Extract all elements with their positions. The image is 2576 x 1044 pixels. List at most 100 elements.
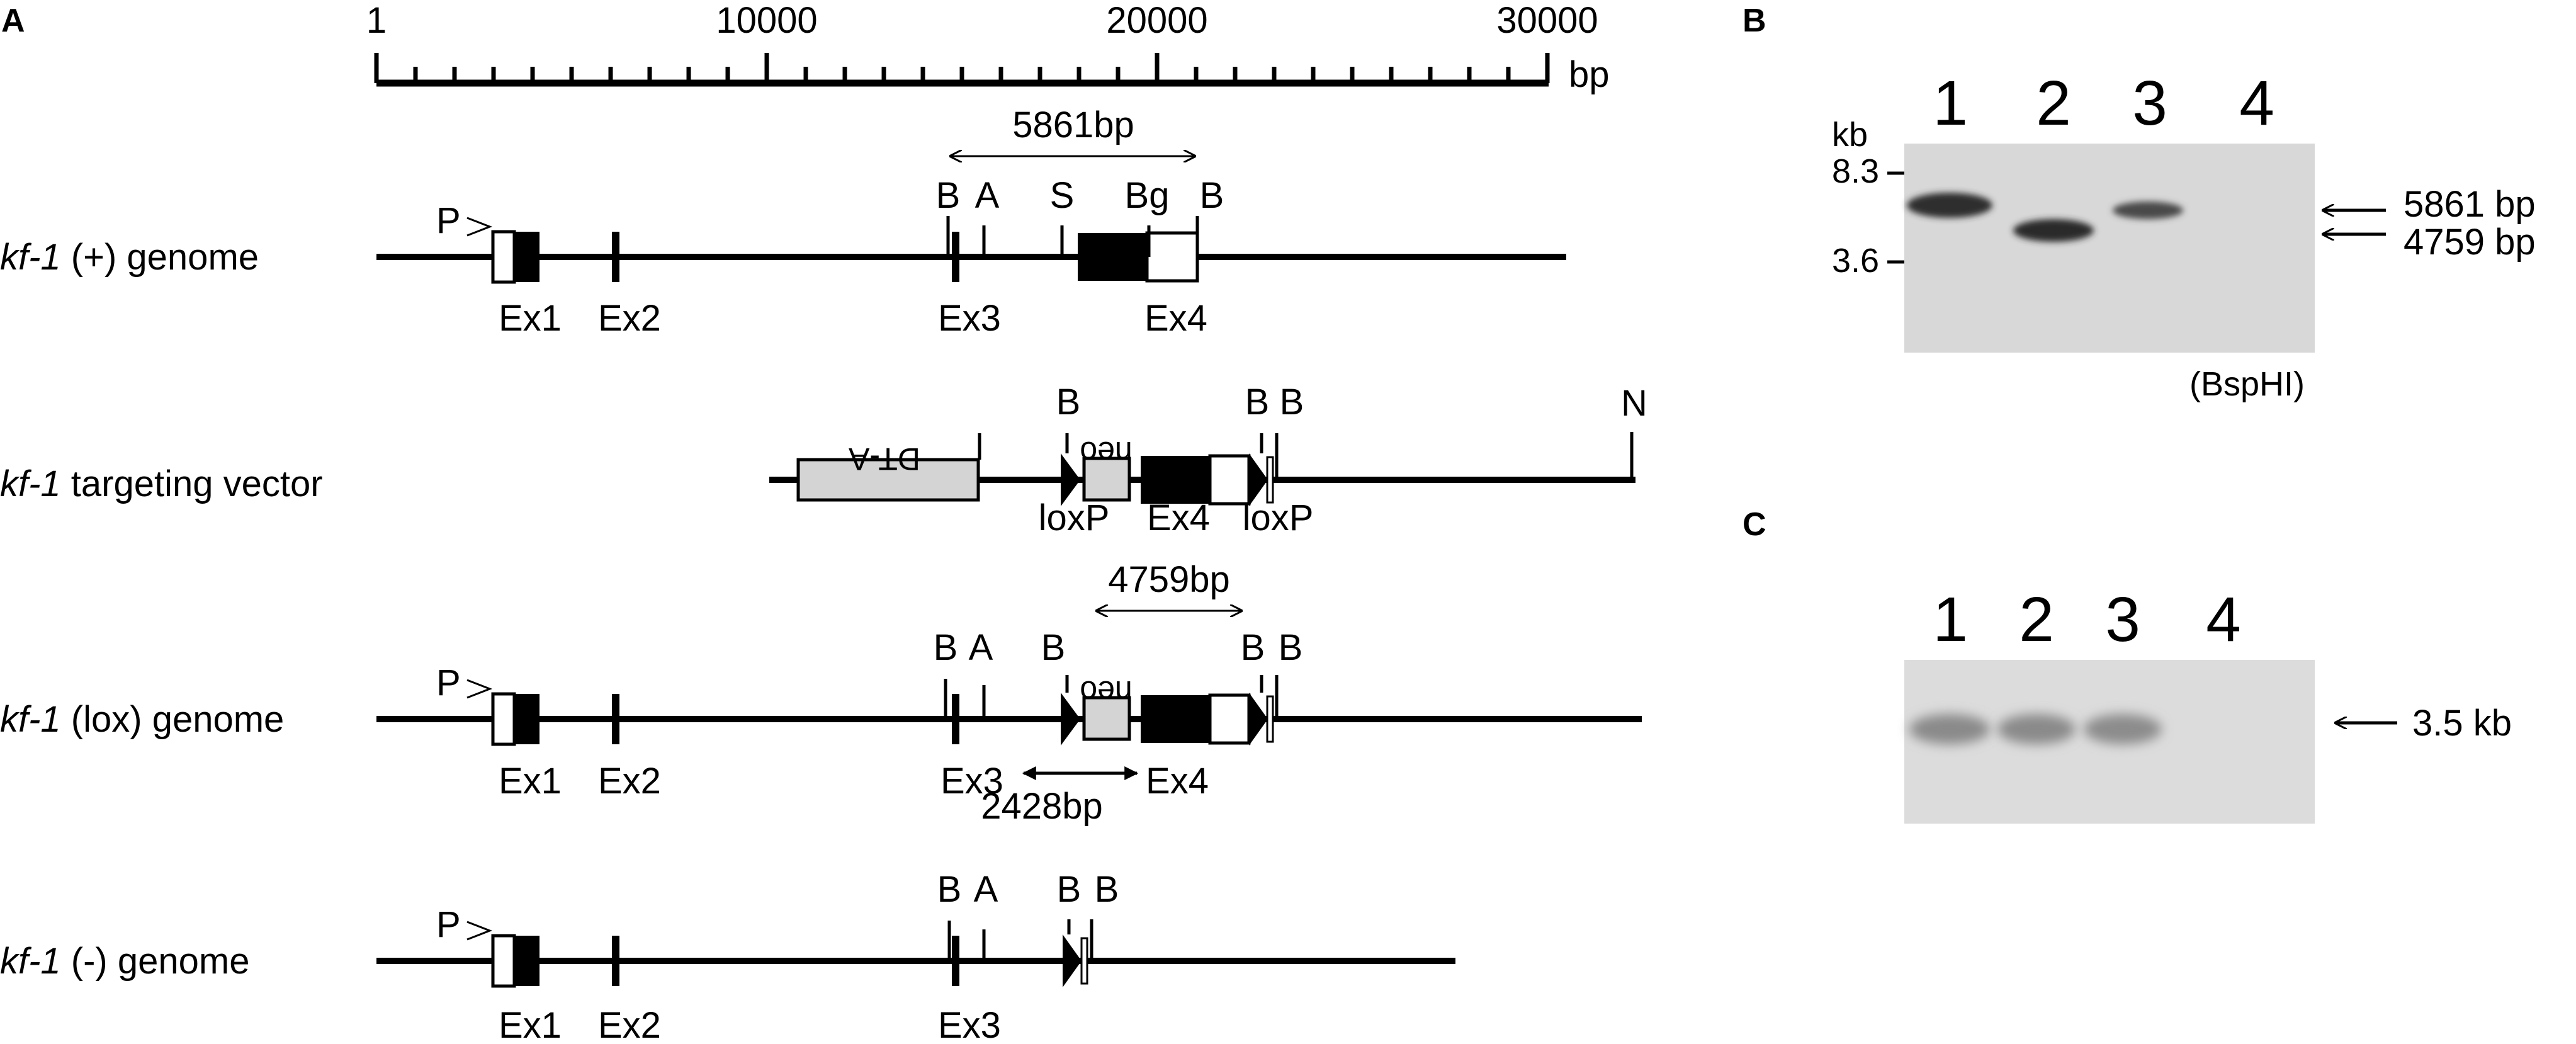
site-b: B	[1056, 382, 1081, 423]
loxp-site-2	[1249, 693, 1268, 746]
exon2-label: Ex2	[598, 761, 661, 802]
loxp-label: loxP	[1243, 497, 1314, 538]
marker-label: 3.6	[1832, 242, 1879, 280]
frt-marker	[1080, 937, 1088, 985]
exon1	[491, 934, 516, 988]
neo-label: neo	[1080, 674, 1132, 710]
site-b: B	[1245, 382, 1270, 423]
dta-cassette	[796, 458, 980, 502]
lane-number: 3	[2105, 584, 2140, 655]
exon4-utr	[1208, 693, 1251, 745]
frt-marker	[1266, 695, 1274, 743]
band-lane1-3.5kb	[1909, 714, 1990, 744]
band-lane1-5861	[1907, 193, 1992, 218]
exon4-coding	[1141, 456, 1210, 504]
scale-tick-label: 1	[366, 0, 387, 41]
neo-cassette	[1082, 457, 1131, 502]
size-unit: kb	[1832, 116, 1868, 154]
site-b: B	[937, 869, 962, 910]
panel-label-b: B	[1743, 3, 1766, 39]
scale-bar: 1 10000 20000 30000 bp	[366, 0, 1610, 95]
row-label-minus: kf-1 (-) genome	[0, 941, 249, 982]
site-b: B	[936, 175, 961, 216]
row-label-vector: kf-1 targeting vector	[0, 463, 323, 504]
site-a: A	[975, 175, 1000, 216]
site-bg: Bg	[1125, 175, 1170, 216]
exon3-label: Ex3	[938, 1005, 1001, 1044]
promoter-arrow	[466, 679, 493, 699]
row-label-plus: kf-1 (+) genome	[0, 237, 259, 278]
lox-genome-map: kf-1 (lox) genome P Ex1 Ex2 Ex3 B A neo …	[0, 559, 1642, 827]
band-lane3-3.5kb	[2084, 714, 2162, 744]
band-lane3-5861	[2113, 201, 2183, 219]
promoter-arrow	[466, 921, 493, 941]
scale-unit: bp	[1569, 54, 1610, 95]
band-lane2-3.5kb	[1997, 714, 2076, 744]
exon4-label: Ex4	[1147, 497, 1210, 538]
blot-c: 1 2 3 4 3.5 kb	[1904, 584, 2512, 824]
southern-blot-b: 1 2 3 4 kb 8.3 3.6 5861 bp 4759 bp (BspH…	[1832, 68, 2536, 403]
promoter-label: P	[436, 904, 461, 945]
loxp-site-1	[1061, 453, 1080, 506]
row-label-lox: kf-1 (lox) genome	[0, 699, 284, 740]
exon4-label: Ex4	[1146, 761, 1209, 802]
site-b: B	[1279, 627, 1303, 668]
dta-label: DT-A	[848, 441, 920, 477]
promoter-label: P	[436, 662, 461, 703]
neo-label: neo	[1080, 435, 1132, 470]
exon2	[612, 232, 619, 282]
lane-number: 1	[1933, 584, 1968, 655]
lane-number: 2	[2019, 584, 2054, 655]
deleted-genome-map: kf-1 (-) genome P Ex1 Ex2 Ex3 B A B B	[0, 869, 1455, 1044]
exon1-label: Ex1	[499, 1005, 562, 1044]
enzyme-label: (BspHI)	[2189, 365, 2305, 403]
loxp-label: loxP	[1039, 497, 1110, 538]
exon2	[612, 694, 619, 744]
panel-label-c: C	[1743, 506, 1766, 543]
exon2-label: Ex2	[598, 1005, 661, 1044]
exon4-utr	[1208, 454, 1251, 506]
lox-fragment-length: 4759bp	[1108, 559, 1230, 600]
site-n: N	[1621, 383, 1647, 424]
lane-number: 2	[2036, 68, 2071, 139]
site-a: A	[974, 869, 998, 910]
marker-label: 8.3	[1832, 152, 1879, 190]
panel-label-a: A	[1, 3, 25, 39]
lane-number: 4	[2206, 584, 2241, 655]
site-b: B	[1057, 869, 1082, 910]
exon3	[952, 694, 959, 744]
exon1	[491, 230, 516, 284]
site-b: B	[1280, 382, 1304, 423]
exon1	[491, 692, 516, 746]
exon3-label: Ex3	[938, 298, 1001, 339]
exon2	[612, 936, 619, 986]
probe-fragment-length: 2428bp	[981, 786, 1103, 827]
exon2-label: Ex2	[598, 298, 661, 339]
exon1-label: Ex1	[499, 298, 562, 339]
scale-tick-label: 30000	[1496, 0, 1598, 41]
exon3	[952, 232, 959, 282]
exon1-coding	[514, 232, 539, 282]
promoter-label: P	[436, 200, 461, 241]
exon4-label: Ex4	[1144, 298, 1207, 339]
band-size-label: 5861 bp	[2404, 184, 2536, 225]
wildtype-genome-map: kf-1 (+) genome P Ex1 Ex2 Ex3 Ex4 B A S …	[0, 105, 1566, 339]
band-lane2-4759	[2013, 219, 2094, 242]
exon1-label: Ex1	[499, 761, 562, 802]
exon3-label: Ex3	[941, 761, 1003, 802]
site-s: S	[1050, 175, 1075, 216]
site-b: B	[1095, 869, 1119, 910]
scale-tick-label: 20000	[1106, 0, 1207, 41]
loxp-site-1	[1061, 693, 1080, 746]
exon3	[952, 936, 959, 986]
wildtype-fragment-length: 5861bp	[1012, 105, 1134, 145]
loxp-site	[1063, 934, 1082, 987]
site-b: B	[1200, 175, 1224, 216]
lane-number: 1	[1933, 68, 1968, 139]
exon4-utr	[1145, 231, 1199, 283]
frt-marker	[1266, 456, 1274, 504]
exon1-coding	[514, 936, 539, 986]
band-size-label: 4759 bp	[2404, 222, 2536, 263]
scale-tick-label: 10000	[716, 0, 817, 41]
